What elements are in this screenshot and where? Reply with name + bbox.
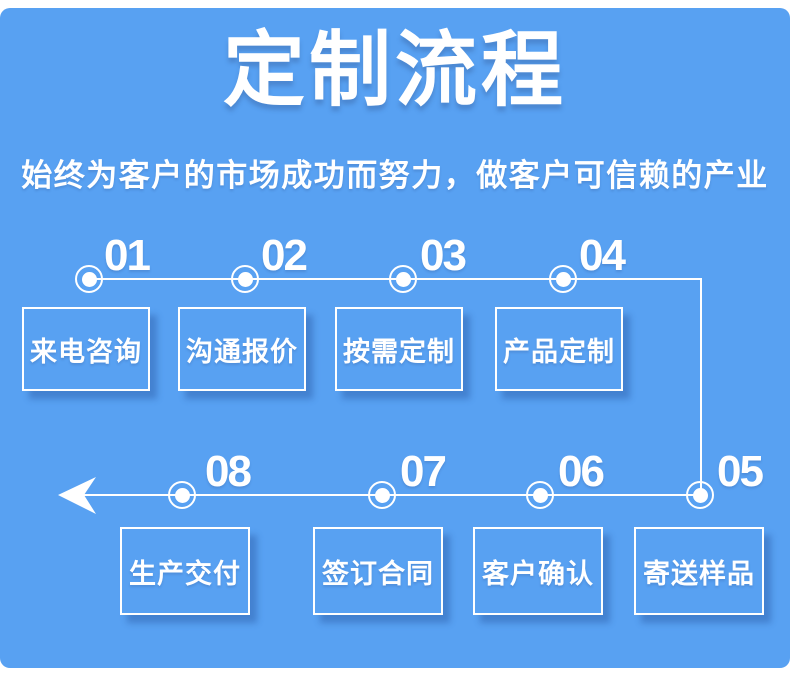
- step-03-box: 按需定制: [335, 307, 463, 391]
- step-04-label: 产品定制: [503, 336, 615, 367]
- step-03-node: [389, 265, 417, 293]
- step-01-label: 来电咨询: [30, 336, 142, 367]
- step-07-label: 签订合同: [322, 558, 434, 589]
- step-08-number: 08: [205, 447, 252, 496]
- page-title: 定制流程: [222, 25, 567, 116]
- step-01-number: 01: [104, 231, 151, 280]
- step-07-box: 签订合同: [313, 527, 443, 615]
- node-dot: [174, 487, 190, 503]
- right-connector-line: [700, 278, 702, 496]
- step-06-label: 客户确认: [482, 558, 594, 589]
- step-08-label: 生产交付: [129, 558, 241, 589]
- step-02-node: [231, 265, 259, 293]
- step-05-label: 寄送样品: [643, 558, 755, 589]
- node-dot: [237, 271, 253, 287]
- node-dot: [81, 271, 97, 287]
- step-02-label: 沟通报价: [186, 336, 298, 367]
- step-05-node: [686, 481, 714, 509]
- node-dot: [395, 271, 411, 287]
- step-04-box: 产品定制: [495, 307, 623, 391]
- step-08-box: 生产交付: [120, 527, 250, 615]
- step-01-node: [75, 265, 103, 293]
- node-dot: [692, 487, 708, 503]
- page-subtitle: 始终为客户的市场成功而努力，做客户可信赖的产业: [21, 158, 769, 193]
- step-04-number: 04: [579, 231, 626, 280]
- step-05-box: 寄送样品: [634, 527, 764, 615]
- step-02-number: 02: [261, 231, 308, 280]
- step-07-node: [368, 481, 396, 509]
- step-02-box: 沟通报价: [178, 307, 306, 391]
- node-dot: [532, 487, 548, 503]
- step-04-node: [549, 265, 577, 293]
- step-06-number: 06: [558, 447, 605, 496]
- blue-panel: [0, 8, 790, 668]
- step-08-node: [168, 481, 196, 509]
- left-arrow-icon: [58, 477, 96, 514]
- step-03-number: 03: [420, 231, 467, 280]
- step-07-number: 07: [400, 447, 447, 496]
- step-01-box: 来电咨询: [22, 307, 150, 391]
- step-05-number: 05: [717, 447, 764, 496]
- step-03-label: 按需定制: [343, 336, 455, 367]
- step-06-box: 客户确认: [473, 527, 603, 615]
- step-06-node: [526, 481, 554, 509]
- node-dot: [374, 487, 390, 503]
- node-dot: [555, 271, 571, 287]
